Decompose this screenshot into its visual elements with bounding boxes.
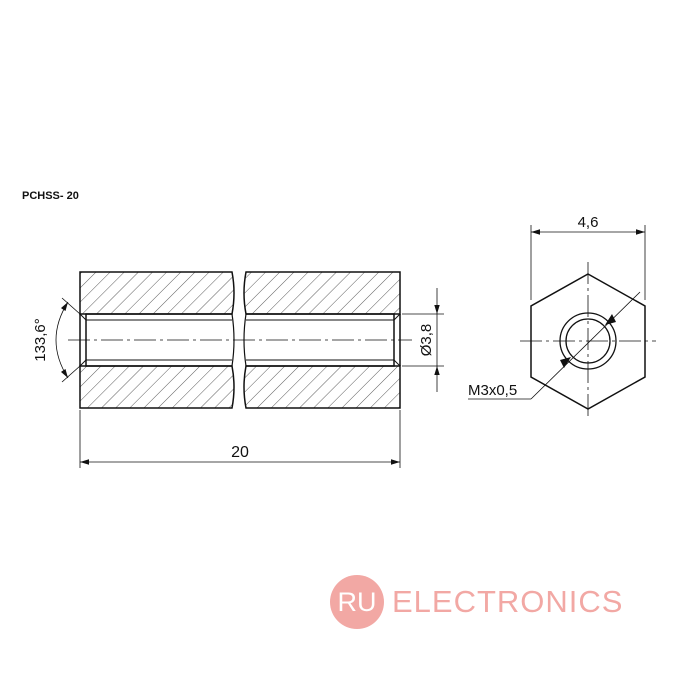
length-dimension: 20 xyxy=(79,410,401,468)
angle-label: 133,6° xyxy=(32,318,49,362)
length-dimension-label: 20 xyxy=(231,444,249,461)
thread-label: M3x0,5 xyxy=(468,382,517,399)
end-view: 4,6 M3x0,5 xyxy=(468,214,656,420)
hole-diameter-dimension: Ø3,8 xyxy=(402,288,444,392)
part-number-label: PCHSS- 20 xyxy=(22,190,79,202)
top-wall-left xyxy=(79,271,235,315)
across-flats-label: 4,6 xyxy=(578,214,599,231)
watermark-logo: RU xyxy=(330,575,384,629)
bottom-wall-left xyxy=(79,365,235,409)
top-wall-right xyxy=(243,271,401,315)
watermark: RU ELECTRONICS xyxy=(330,575,623,629)
hole-diameter-label: Ø3,8 xyxy=(418,324,435,357)
side-view xyxy=(68,271,412,409)
bottom-wall-right xyxy=(243,365,401,409)
watermark-company: ELECTRONICS xyxy=(392,584,624,619)
angle-dimension: 133,6° xyxy=(32,297,81,383)
